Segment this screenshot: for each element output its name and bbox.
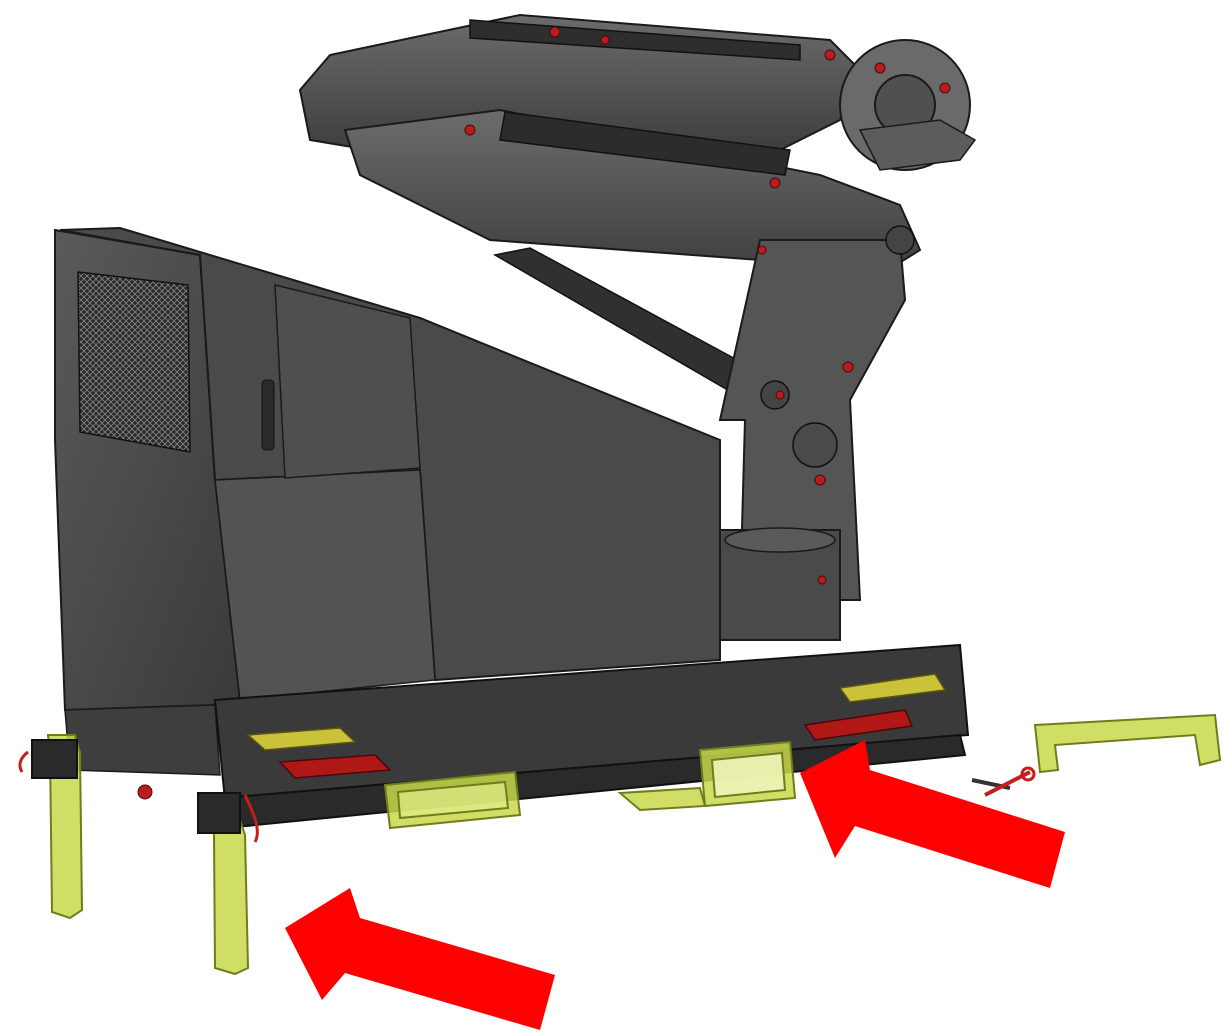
arrow-icon <box>285 888 555 1030</box>
highlighted-parts <box>31 713 1222 976</box>
reflector-amber-left <box>246 727 357 751</box>
engine-cabinet <box>54 226 721 776</box>
reflector-amber-right <box>838 673 947 703</box>
grille-icon <box>77 271 191 453</box>
reflector-red-right <box>803 709 914 741</box>
arrow-icon <box>800 740 1065 888</box>
crane-boom <box>137 13 977 800</box>
reflector-red-left <box>278 754 392 779</box>
arrow-center-right <box>800 740 1065 888</box>
lock-pin <box>971 766 1036 797</box>
arrow-bottom-left <box>285 888 555 1030</box>
support-leg-right <box>210 819 250 976</box>
handle-icon <box>261 379 275 451</box>
detached-bracket <box>1033 713 1222 774</box>
